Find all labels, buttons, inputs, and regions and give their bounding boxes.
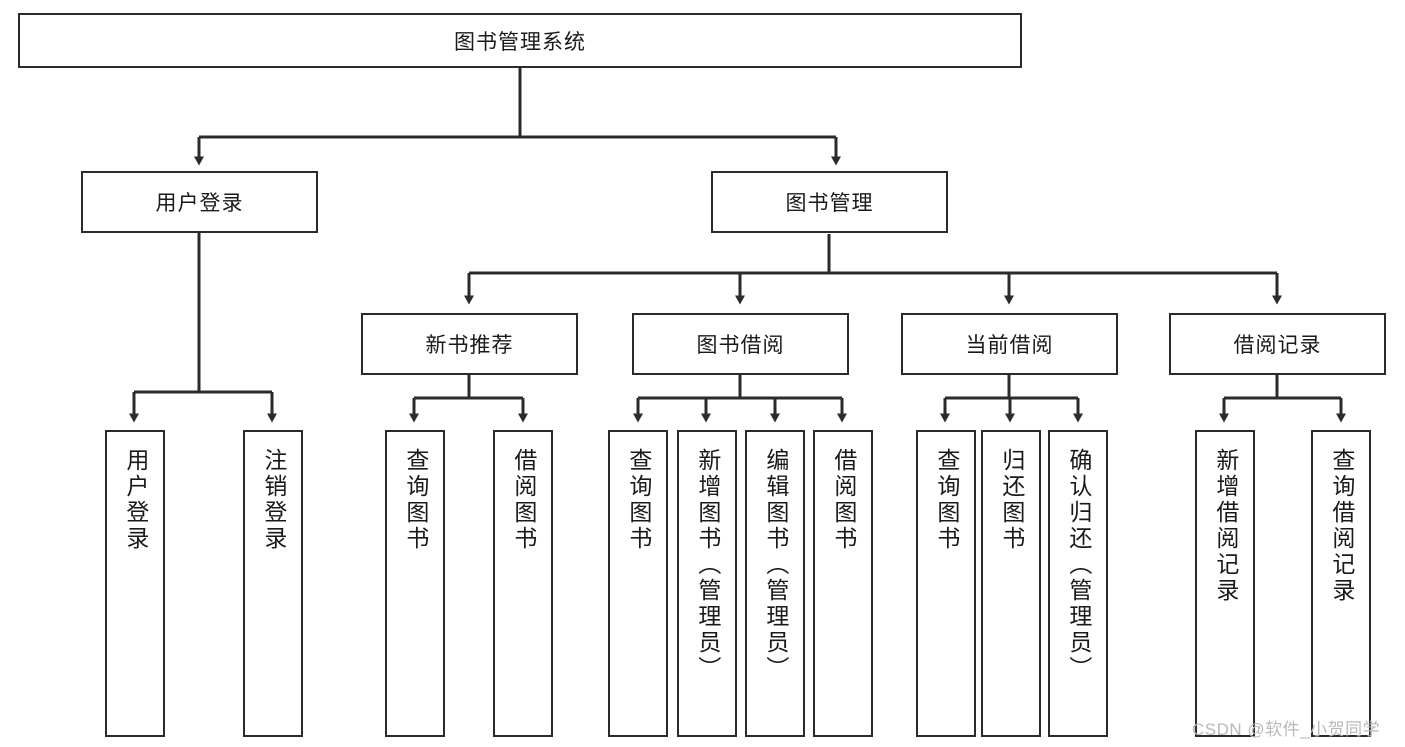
leaf-query-book-borrow[interactable]: 查询图书	[608, 430, 668, 737]
node-root[interactable]: 图书管理系统	[18, 13, 1022, 68]
node-root-label: 图书管理系统	[454, 30, 586, 54]
leaf-query-borrow-record[interactable]: 查询借阅记录	[1311, 430, 1371, 737]
leaf-user-login-label: 用户登录	[122, 448, 149, 552]
leaf-add-book-admin[interactable]: 新增图书（管理员）	[677, 430, 737, 737]
node-book-borrow-label: 图书借阅	[696, 334, 785, 357]
node-new-book-recommend[interactable]: 新书推荐	[361, 313, 578, 375]
leaf-query-book-recommend-label: 查询图书	[402, 448, 429, 552]
leaf-query-book-current[interactable]: 查询图书	[916, 430, 976, 737]
leaf-borrow-book[interactable]: 借阅图书	[813, 430, 873, 737]
leaf-logout[interactable]: 注销登录	[243, 430, 303, 737]
leaf-edit-book-admin-label: 编辑图书（管理员）	[762, 448, 789, 682]
node-user-login[interactable]: 用户登录	[81, 171, 318, 233]
node-book-manage-label: 图书管理	[785, 192, 874, 215]
leaf-borrow-book-recommend-label: 借阅图书	[510, 448, 537, 552]
leaf-return-book[interactable]: 归还图书	[981, 430, 1041, 737]
leaf-add-borrow-record-label: 新增借阅记录	[1212, 448, 1239, 604]
leaf-add-borrow-record[interactable]: 新增借阅记录	[1195, 430, 1255, 737]
leaf-add-book-admin-label: 新增图书（管理员）	[694, 448, 721, 682]
leaf-query-book-current-label: 查询图书	[933, 448, 960, 552]
leaf-user-login[interactable]: 用户登录	[105, 430, 165, 737]
leaf-query-book-recommend[interactable]: 查询图书	[385, 430, 445, 737]
node-borrow-record-label: 借阅记录	[1233, 334, 1322, 357]
leaf-query-book-borrow-label: 查询图书	[625, 448, 652, 552]
leaf-query-borrow-record-label: 查询借阅记录	[1328, 448, 1355, 604]
leaf-confirm-return-admin[interactable]: 确认归还（管理员）	[1048, 430, 1108, 737]
leaf-edit-book-admin[interactable]: 编辑图书（管理员）	[745, 430, 805, 737]
leaf-confirm-return-admin-label: 确认归还（管理员）	[1065, 448, 1092, 682]
node-new-book-recommend-label: 新书推荐	[425, 334, 514, 357]
leaf-logout-label: 注销登录	[260, 448, 287, 552]
node-book-borrow[interactable]: 图书借阅	[632, 313, 849, 375]
node-book-manage[interactable]: 图书管理	[711, 171, 948, 233]
watermark-text: CSDN @软件_小贺同学	[1192, 720, 1381, 739]
node-borrow-record[interactable]: 借阅记录	[1169, 313, 1386, 375]
leaf-return-book-label: 归还图书	[998, 448, 1025, 552]
leaf-borrow-book-recommend[interactable]: 借阅图书	[493, 430, 553, 737]
node-current-borrow-label: 当前借阅	[965, 334, 1054, 357]
node-user-login-label: 用户登录	[155, 192, 244, 215]
leaf-borrow-book-label: 借阅图书	[830, 448, 857, 552]
node-current-borrow[interactable]: 当前借阅	[901, 313, 1118, 375]
